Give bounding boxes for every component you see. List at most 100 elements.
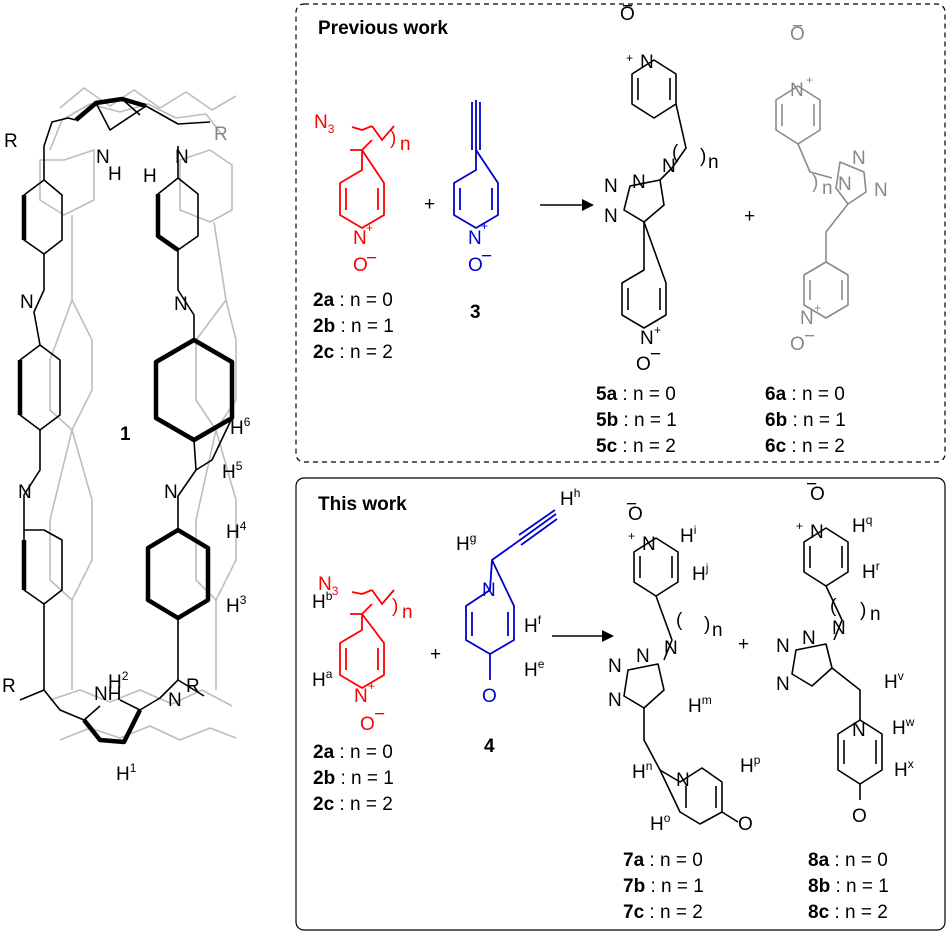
p6-n-top: N — [790, 80, 804, 101]
previous-work-panel: Previous work N3 N + O − ) n 2a : n = 0 … — [295, 0, 946, 463]
p6-n2: N — [852, 148, 866, 169]
cage-h-top-right: H — [143, 166, 157, 187]
proton-hg: Hg — [456, 531, 476, 555]
cage-proton-h4: H4 — [226, 519, 247, 543]
minus-charge: − — [804, 326, 815, 347]
cage-compound-label: 1 — [120, 424, 131, 445]
proton-hh: Hh — [560, 486, 580, 510]
minus-charge: − — [806, 474, 817, 495]
p7-n1: N — [608, 656, 622, 677]
cage-proton-h3: H3 — [226, 593, 247, 617]
plus-charge: + — [626, 51, 633, 65]
plus-charge: + — [814, 301, 821, 315]
label-2a: 2a : n = 0 — [313, 742, 393, 763]
minus-charge: − — [374, 704, 385, 725]
label-2b: 2b : n = 1 — [313, 768, 394, 789]
proton-hw: Hw — [892, 715, 915, 739]
p7-o: O — [628, 504, 643, 525]
p6-n-bottom: N — [800, 308, 814, 329]
label-8c: 8c : n = 2 — [808, 902, 888, 923]
p8-n-top: N — [810, 522, 824, 543]
cage-r-bottom-left: R — [2, 676, 16, 697]
paren-open: ( — [672, 142, 679, 163]
plus-sign-4: + — [738, 634, 749, 655]
previous-arrow — [540, 199, 594, 211]
minus-charge: − — [626, 494, 637, 515]
paren-close: ) — [812, 172, 818, 193]
alkyne-n-oxide: N — [468, 228, 482, 249]
paren-open: ( — [676, 610, 683, 631]
previous-product-5-labels: 5a : n = 0 5b : n = 1 5c : n = 2 — [596, 384, 677, 457]
p5-o: O — [620, 4, 635, 25]
label-2c: 2c : n = 2 — [313, 342, 393, 363]
plus-charge: + — [796, 519, 803, 533]
p6-o-bottom: O — [790, 334, 805, 355]
cage-atom-labels: R R R R N H N H N N N N NH N 1 H1 H2 H3 … — [2, 124, 251, 785]
label-5c: 5c : n = 2 — [596, 436, 676, 457]
label-7a: 7a : n = 0 — [623, 850, 703, 871]
label-6b: 6b : n = 1 — [765, 410, 846, 431]
this-product-8-labels: 8a : n = 0 8b : n = 1 8c : n = 2 — [808, 850, 889, 923]
p5-n3: N — [604, 206, 618, 227]
n-index: n — [870, 604, 881, 625]
label-8b: 8b : n = 1 — [808, 876, 889, 897]
label-3: 3 — [470, 302, 481, 323]
minus-charge: − — [481, 246, 492, 267]
previous-azide-n-oxide: N — [353, 228, 367, 249]
minus-charge: − — [650, 344, 661, 365]
proton-ho: Ho — [650, 811, 671, 835]
cage-n-imine-3: N — [18, 482, 32, 503]
plus-charge: + — [628, 529, 635, 543]
alkyne4-o: O — [482, 686, 497, 707]
cage-n-top-right: N — [175, 147, 189, 168]
alkyne-o: O — [468, 255, 483, 276]
cage-n-imine-2: N — [174, 294, 188, 315]
this-work-title: This work — [318, 494, 407, 515]
cage-r-top-left: R — [4, 131, 18, 152]
p7-n4: N — [664, 638, 678, 659]
label-6c: 6c : n = 2 — [765, 436, 845, 457]
cage-n-imine-1: N — [20, 292, 34, 313]
cage-n-bottom-right: N — [168, 690, 182, 711]
plus-sign-1: + — [424, 194, 435, 215]
label-8a: 8a : n = 0 — [808, 850, 888, 871]
previous-azide-n3: N3 — [314, 112, 335, 136]
label-5a: 5a : n = 0 — [596, 384, 676, 405]
cage-h-top: H — [108, 164, 122, 185]
p7-n2: N — [636, 646, 650, 667]
p7-o-pyr: O — [738, 814, 753, 835]
cage-1: R R R R N H N H N N N N NH N 1 H1 H2 H3 … — [2, 87, 251, 785]
cage-nh-bottom: NH — [94, 684, 121, 705]
this-product-7-labels: 7a : n = 0 7b : n = 1 7c : n = 2 — [623, 850, 704, 923]
proton-hm: Hm — [688, 693, 712, 717]
proton-ha: Ha — [312, 667, 333, 691]
n-index: n — [708, 152, 719, 173]
this-azide-n3: N3 — [318, 574, 339, 598]
plus-charge: + — [366, 221, 373, 235]
previous-alkyne-3: N + O − — [453, 100, 499, 276]
p5-n-top: N — [640, 52, 654, 73]
n-index: n — [822, 178, 833, 199]
plus-charge: + — [654, 323, 661, 337]
label-5b: 5b : n = 1 — [596, 410, 677, 431]
p7-n3: N — [608, 690, 622, 711]
proton-hv: Hv — [884, 669, 904, 693]
label-2a: 2a : n = 0 — [313, 290, 393, 311]
paren-open: ( — [830, 596, 837, 617]
plus-charge: + — [481, 219, 488, 233]
previous-product-6-labels: 6a : n = 0 6b : n = 1 6c : n = 2 — [765, 384, 846, 457]
n-index: n — [400, 134, 411, 155]
p6-n1: N — [838, 174, 852, 195]
label-4: 4 — [484, 736, 495, 757]
cage-proton-h2: H2 — [108, 669, 129, 693]
this-product-8: O − N + N N N N N O ( ) n Hq Hr Hv Hw Hx — [776, 474, 915, 827]
p8-n4: N — [832, 618, 846, 639]
paren-close: ) — [860, 600, 866, 621]
paren-close: ) — [392, 596, 398, 617]
previous-azide-o: O — [353, 255, 368, 276]
p5-n-bottom: N — [640, 328, 654, 349]
this-alkyne-4: N O Hg Hh Hf He — [456, 486, 580, 707]
paren-close: ) — [704, 614, 710, 635]
minus-charge: − — [622, 0, 633, 17]
previous-azide-2: N3 N + O − ) n — [314, 112, 411, 276]
